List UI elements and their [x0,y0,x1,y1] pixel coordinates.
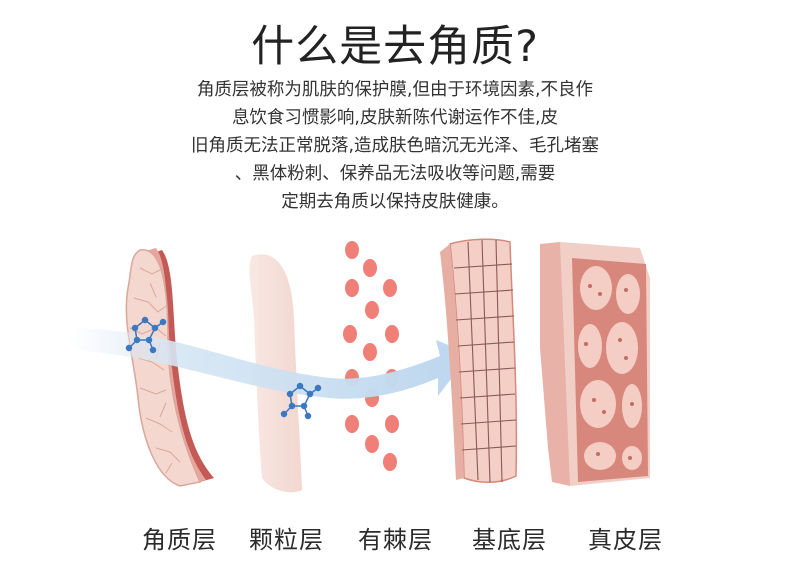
layer-label-granular: 颗粒层 [249,526,324,554]
basal-layer-graphic [440,238,518,483]
dermis-layer-graphic [540,242,650,486]
description-line: 定期去角质以保持皮肤健康。 [281,192,509,212]
description-text: 角质层被称为肌肤的保护膜,但由于环境因素,不良作 息饮食习惯影响,皮肤新陈代谢运… [120,76,670,216]
layer-label-spinous: 有棘层 [358,526,433,554]
layer-label-dermis: 真皮层 [588,526,663,554]
layer-labels: 角质层 颗粒层 有棘层 基底层 真皮层 [0,520,790,556]
layer-label-corneum: 角质层 [142,526,217,554]
layer-label-basal: 基底层 [472,526,547,554]
description-line: 角质层被称为肌肤的保护膜,但由于环境因素,不良作 [196,80,594,100]
description-line: 息饮食习惯影响,皮肤新陈代谢运作不佳,皮 [231,108,559,128]
page-title: 什么是去角质? [251,22,539,72]
spinous-layer-graphic [343,241,399,471]
flow-arrow [70,328,470,399]
skin-layers-illustration [70,238,650,493]
description-line: 、黑体粉刺、保养品无法吸收等问题,需要 [234,164,556,184]
description-line: 旧角质无法正常脱落,造成肤色暗沉无光泽、毛孔堵塞 [190,136,600,156]
